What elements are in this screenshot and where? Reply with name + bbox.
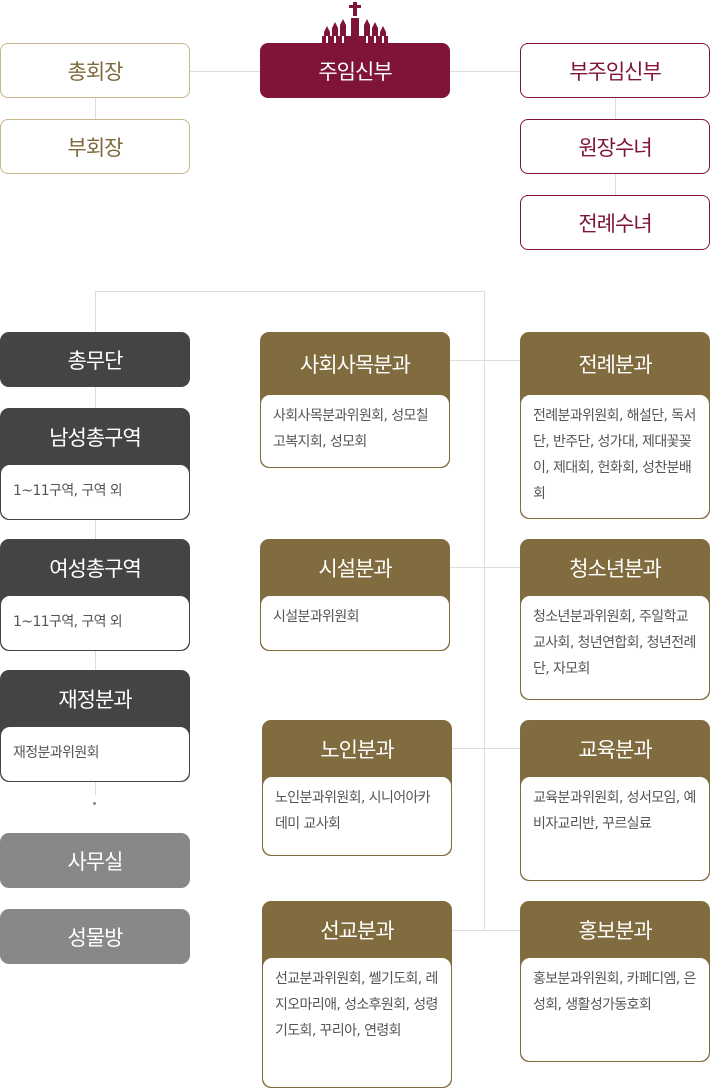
card-desc: 홍보분과위원회, 카페디엠, 은성회, 생활성가동호회 xyxy=(521,958,709,1061)
card-title: 홍보분과 xyxy=(578,919,652,943)
card-desc: 재정분과위원회 xyxy=(1,727,189,781)
connector xyxy=(189,71,260,72)
card-title: 시설분과 xyxy=(318,557,392,581)
connector xyxy=(450,567,520,568)
card-desc: 청소년분과위원회, 주일학교교사회, 청년연합회, 청년전례단, 자모회 xyxy=(521,596,709,699)
card-men-district: 남성총구역 1~11구역, 구역 외 xyxy=(0,408,190,520)
card-desc: 노인분과위원회, 시니어아카데미 교사회 xyxy=(263,777,451,855)
connector xyxy=(452,930,520,931)
card-desc: 1~11구역, 구역 외 xyxy=(1,596,189,650)
card-general-affairs: 총무단 xyxy=(0,332,190,387)
card-title: 성물방 xyxy=(67,925,124,950)
card-title: 청소년분과 xyxy=(569,557,662,581)
church-icon xyxy=(322,2,388,44)
connector xyxy=(95,291,485,292)
head-sister-box: 원장수녀 xyxy=(520,119,710,174)
card-desc: 선교분과위원회, 쎌기도회, 레지오마리애, 성소후원회, 성령기도회, 꾸리아… xyxy=(263,958,451,1087)
card-title: 재정분과 xyxy=(58,688,132,712)
vice-president-box: 부회장 xyxy=(0,119,190,174)
card-title: 남성총구역 xyxy=(49,426,142,450)
card-title: 총무단 xyxy=(67,348,124,373)
card-title: 사무실 xyxy=(67,849,124,874)
card-title: 전례분과 xyxy=(578,353,652,377)
pastor-box: 주임신부 xyxy=(260,43,450,98)
connector xyxy=(484,291,485,931)
card-desc: 교육분과위원회, 성서모임, 예비자교리반, 꾸르실료 xyxy=(521,777,709,880)
president-box: 총회장 xyxy=(0,43,190,98)
card-title: 여성총구역 xyxy=(49,557,142,581)
card-title: 선교분과 xyxy=(320,919,394,943)
liturgy-sister-box: 전례수녀 xyxy=(520,195,710,250)
card-desc: 시설분과위원회 xyxy=(261,596,449,650)
card-title: 노인분과 xyxy=(320,738,394,762)
card-title: 사회사목분과 xyxy=(300,353,411,377)
card-desc: 1~11구역, 구역 외 xyxy=(1,465,189,519)
connector xyxy=(450,71,520,72)
card-women-district: 여성총구역 1~11구역, 구역 외 xyxy=(0,539,190,651)
connector xyxy=(452,748,520,749)
assistant-pastor-box: 부주임신부 xyxy=(520,43,710,98)
card-office: 사무실 xyxy=(0,833,190,888)
connector xyxy=(450,360,520,361)
card-desc: 사회사목분과위원회, 성모칠고복지회, 성모회 xyxy=(261,395,449,467)
separator-dot xyxy=(93,802,96,805)
card-title: 교육분과 xyxy=(578,738,652,762)
connector xyxy=(95,98,96,119)
card-gift-shop: 성물방 xyxy=(0,909,190,964)
card-desc: 전례분과위원회, 해설단, 독서단, 반주단, 성가대, 제대꽃꽂이, 제대회,… xyxy=(521,395,709,518)
